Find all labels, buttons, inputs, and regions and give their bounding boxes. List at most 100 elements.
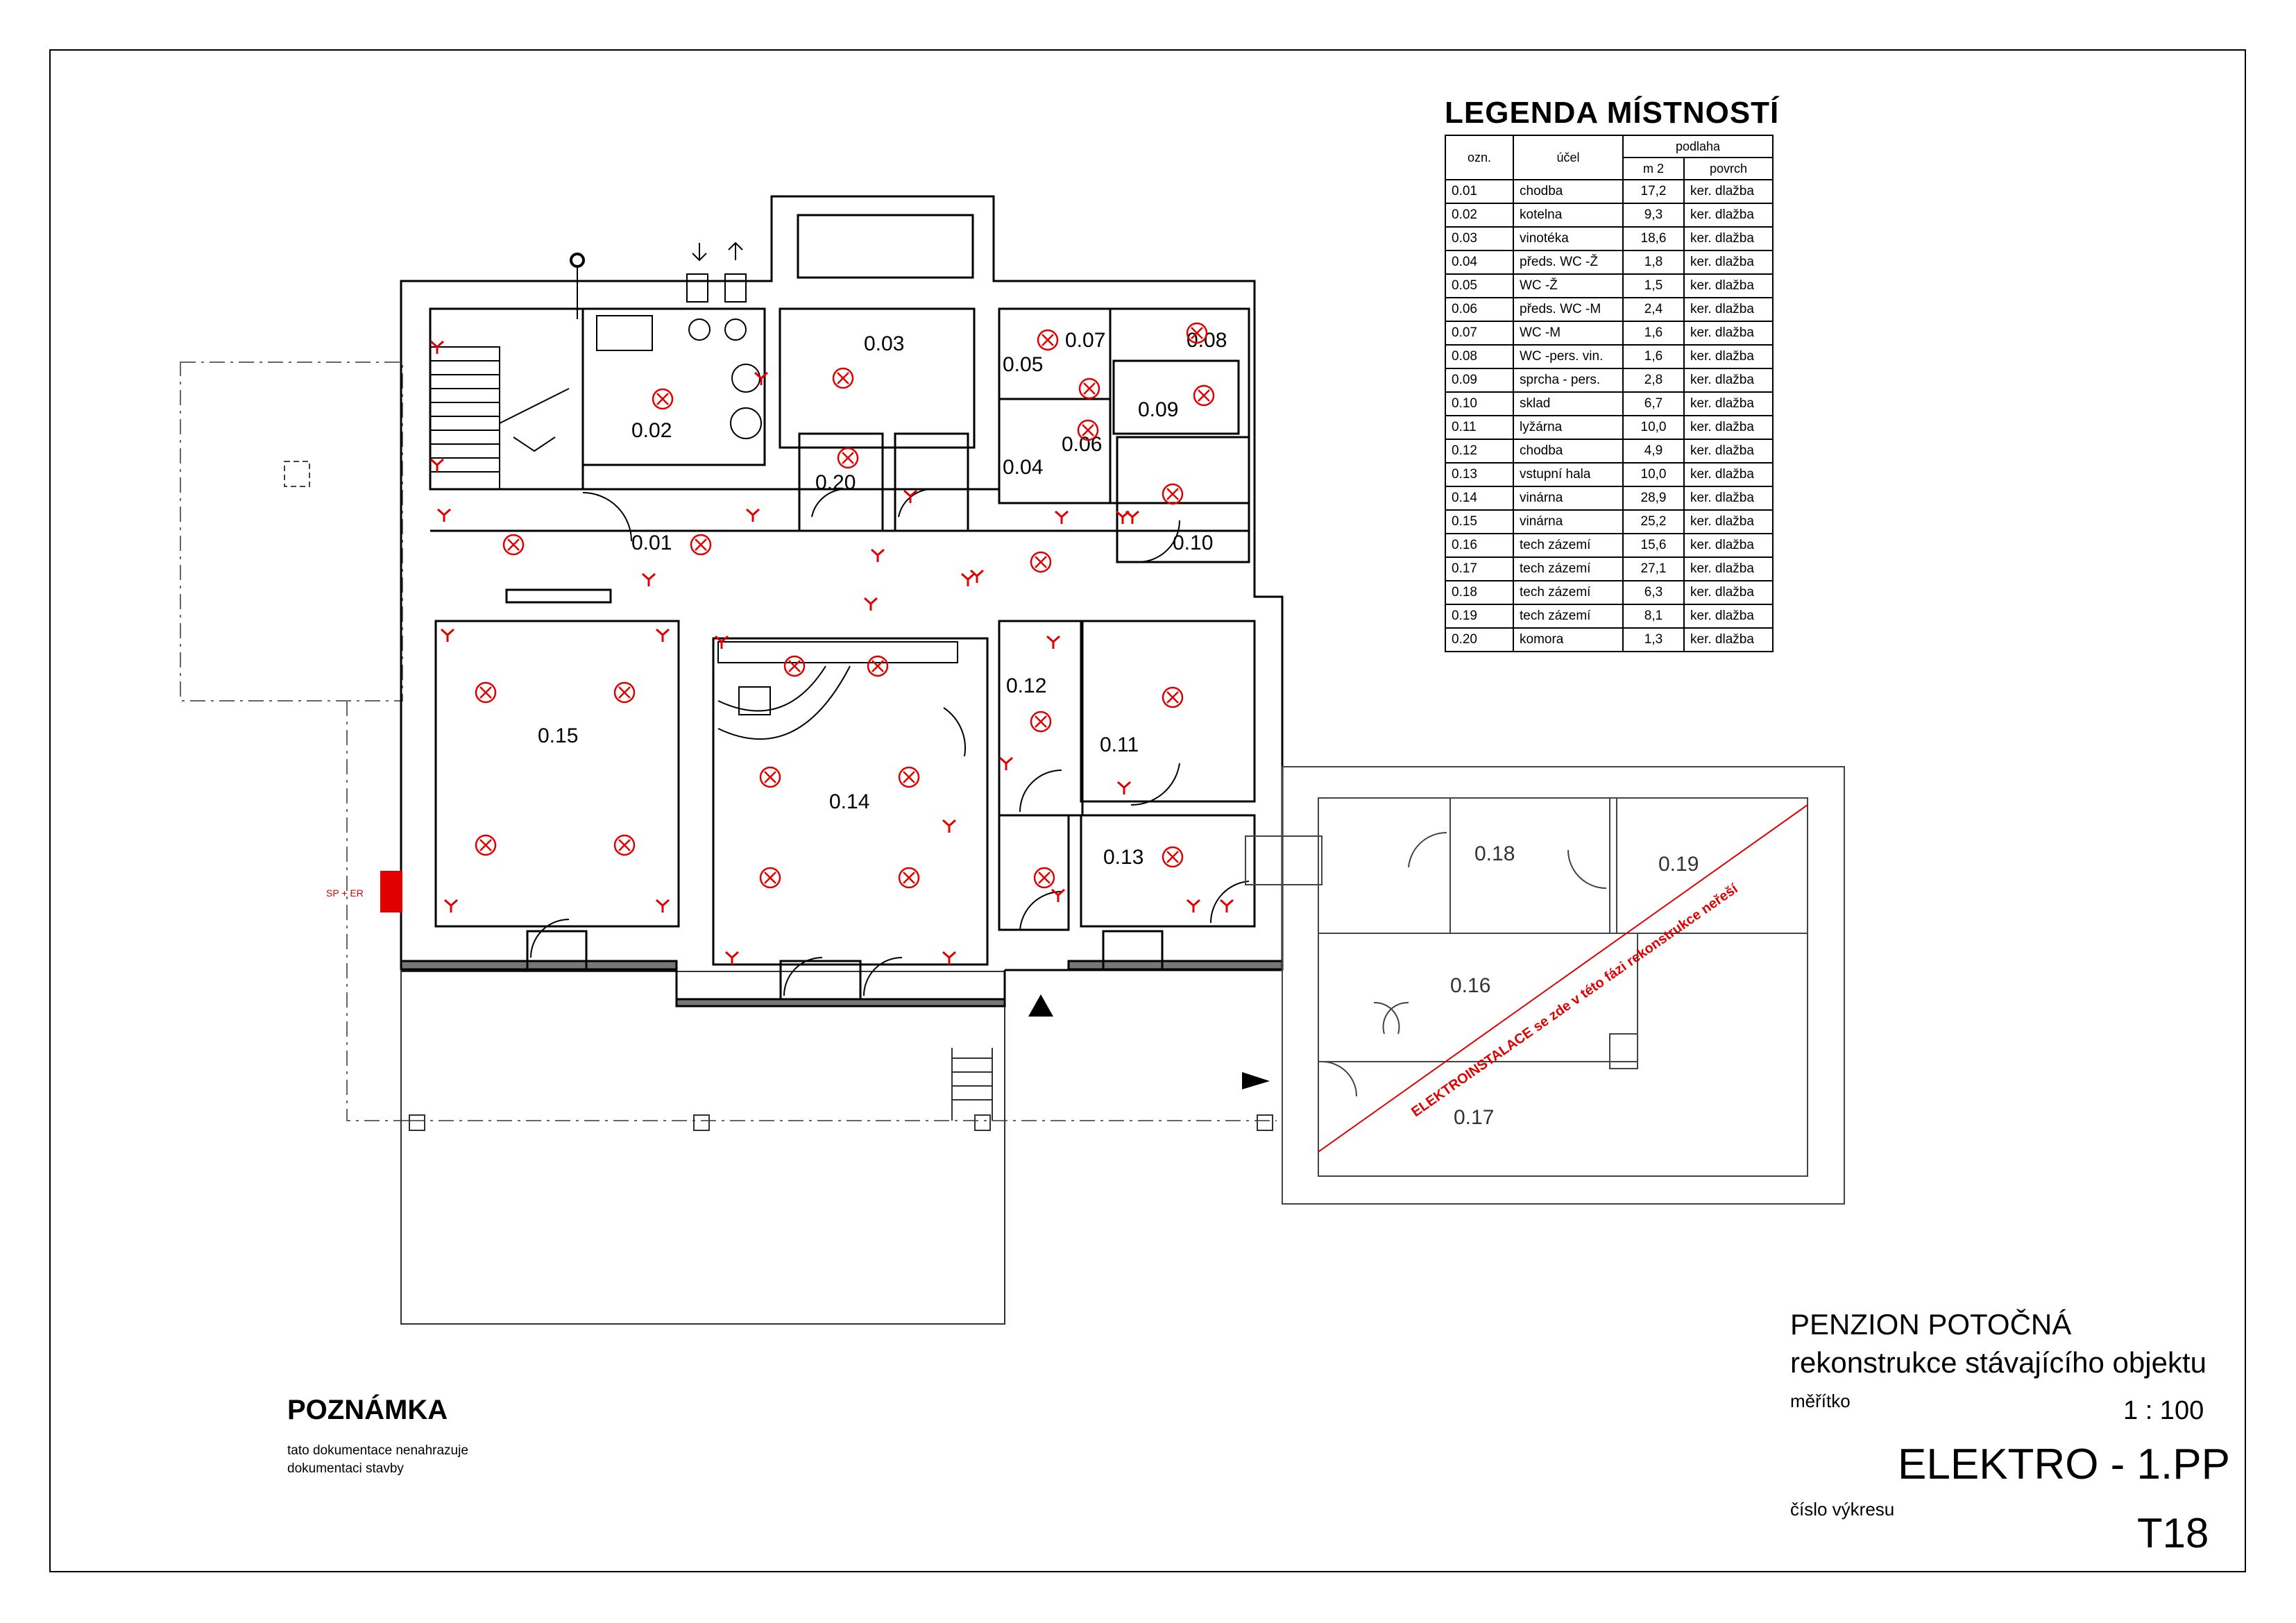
room-0-14: 0.14 — [829, 790, 869, 813]
legend-cell-m2: 10,0 — [1622, 462, 1685, 487]
ceiling-light-icon — [690, 534, 712, 556]
legend-cell-m2: 15,6 — [1622, 533, 1685, 558]
bar-counter — [717, 641, 958, 740]
legend-header-povrch: povrch — [1683, 157, 1774, 180]
socket-outlet-icon — [961, 572, 975, 586]
socket-outlet-icon — [1220, 899, 1234, 912]
legend-cell-ucel: WC -M — [1513, 321, 1624, 346]
legend-cell-m2: 8,1 — [1622, 604, 1685, 629]
legend-cell-m2: 6,3 — [1622, 580, 1685, 605]
legend-cell-ozn: 0.10 — [1445, 391, 1514, 416]
legend-cell-m2: 4,9 — [1622, 439, 1685, 464]
legend-cell-m2: 2,4 — [1622, 297, 1685, 322]
legend-cell-povrch: ker. dlažba — [1683, 580, 1774, 605]
ceiling-light-icon — [783, 655, 806, 677]
scale-label: měřítko — [1790, 1391, 1851, 1411]
legend-cell-ucel: kotelna — [1513, 203, 1624, 228]
legend-header-podlaha: podlaha — [1622, 135, 1774, 158]
socket-outlet-icon — [1055, 510, 1069, 524]
legend-cell-ucel: tech zázemí — [1513, 556, 1624, 581]
ceiling-light-icon — [898, 867, 920, 889]
legend-cell-ozn: 0.18 — [1445, 580, 1514, 605]
legend-cell-ucel: vinárna — [1513, 509, 1624, 534]
socket-outlet-icon — [656, 899, 670, 912]
door-swings — [530, 488, 1250, 996]
legend-cell-povrch: ker. dlažba — [1683, 556, 1774, 581]
legend-cell-ucel: tech zázemí — [1513, 604, 1624, 629]
socket-outlet-icon — [437, 508, 451, 522]
legend-cell-povrch: ker. dlažba — [1683, 203, 1774, 228]
legend-cell-povrch: ker. dlažba — [1683, 462, 1774, 487]
elektro-note: ELEKTROINSTALACE se zde v této fázi reko… — [1409, 881, 1742, 1120]
legend-cell-ozn: 0.20 — [1445, 627, 1514, 652]
legend-cell-m2: 25,2 — [1622, 509, 1685, 534]
legend-cell-povrch: ker. dlažba — [1683, 415, 1774, 440]
ceiling-light-icon — [613, 681, 636, 704]
legend-cell-ozn: 0.15 — [1445, 509, 1514, 534]
legend-cell-ozn: 0.09 — [1445, 368, 1514, 393]
room-0-17: 0.17 — [1454, 1106, 1494, 1129]
room-0-09: 0.09 — [1138, 398, 1178, 421]
terrace — [400, 971, 1273, 1325]
legend-cell-povrch: ker. dlažba — [1683, 250, 1774, 275]
legend-cell-m2: 2,8 — [1622, 368, 1685, 393]
project-title: PENZION POTOČNÁ — [1790, 1308, 2072, 1341]
ceiling-light-icon — [832, 367, 854, 389]
legend-cell-m2: 1,6 — [1622, 321, 1685, 346]
legend-cell-ozn: 0.05 — [1445, 273, 1514, 298]
room-0-13: 0.13 — [1103, 846, 1143, 869]
legend-cell-ozn: 0.03 — [1445, 226, 1514, 251]
room-0-15: 0.15 — [538, 724, 578, 747]
socket-outlet-icon — [441, 628, 454, 642]
ceiling-light-icon — [759, 766, 781, 788]
legend-cell-ucel: sprcha - pers. — [1513, 368, 1624, 393]
ceiling-light-icon — [613, 834, 636, 856]
note-line-2: dokumentaci stavby — [287, 1461, 404, 1476]
legend-cell-ozn: 0.12 — [1445, 439, 1514, 464]
socket-outlet-icon — [1117, 781, 1131, 794]
legend-header-ucel: účel — [1513, 135, 1624, 180]
sheet-border — [49, 49, 2246, 1572]
legend-cell-ucel: komora — [1513, 627, 1624, 652]
project-subtitle: rekonstrukce stávajícího objektu — [1790, 1346, 2206, 1379]
legend-cell-ozn: 0.04 — [1445, 250, 1514, 275]
ceiling-light-icon — [1033, 867, 1055, 889]
legend-cell-ozn: 0.11 — [1445, 415, 1514, 440]
socket-outlet-icon — [746, 508, 760, 522]
socket-outlet-icon — [656, 628, 670, 642]
ceiling-light-icon — [1030, 711, 1052, 733]
socket-outlet-icon — [1046, 635, 1060, 649]
legend-cell-ozn: 0.07 — [1445, 321, 1514, 346]
ceiling-light-icon — [652, 388, 674, 410]
scale-value: 1 : 100 — [2123, 1396, 2204, 1425]
legend-cell-povrch: ker. dlažba — [1683, 604, 1774, 629]
ceiling-light-icon — [1077, 419, 1099, 441]
light-fixtures — [475, 322, 1215, 889]
legend-cell-ucel: tech zázemí — [1513, 580, 1624, 605]
legend-header-ozn: ozn. — [1445, 135, 1514, 180]
legend-cell-ozn: 0.19 — [1445, 604, 1514, 629]
socket-outlet-icon — [871, 548, 885, 562]
legend-cell-povrch: ker. dlažba — [1683, 273, 1774, 298]
socket-outlet-icon — [864, 597, 878, 611]
ceiling-light-icon — [1162, 846, 1184, 868]
legend-cell-povrch: ker. dlažba — [1683, 368, 1774, 393]
socket-outlet-icon — [942, 819, 956, 833]
socket-outlet-icon — [754, 371, 768, 385]
room-0-11: 0.11 — [1100, 733, 1139, 756]
legend-cell-m2: 28,9 — [1622, 486, 1685, 511]
sp-er-label: SP + ER — [326, 887, 364, 899]
